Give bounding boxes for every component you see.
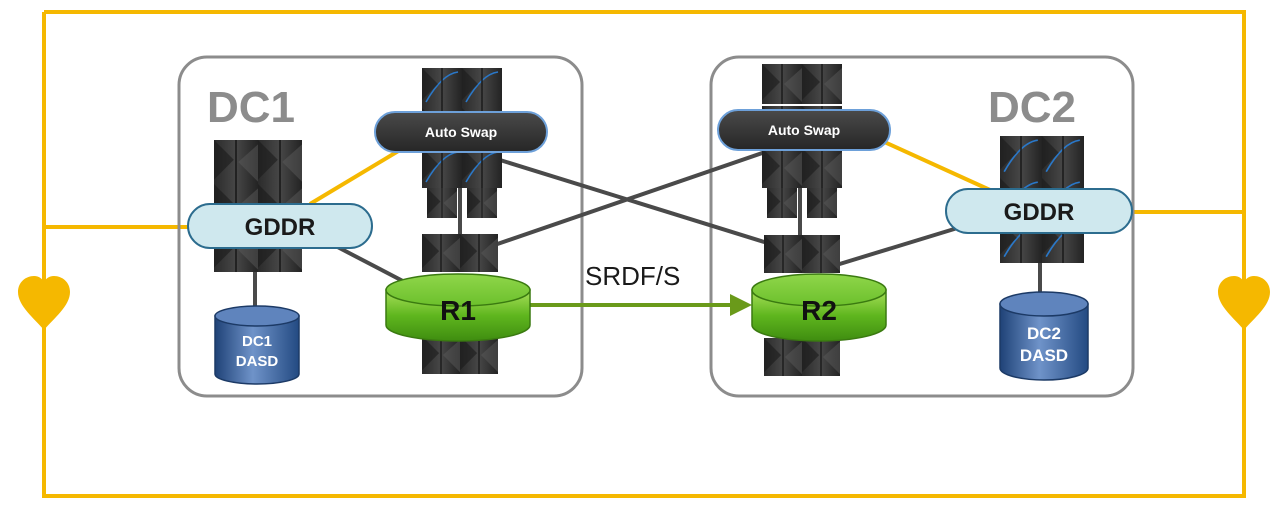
dc2-autoswap-label: Auto Swap <box>768 122 840 138</box>
dc2-gddr-label: GDDR <box>1004 199 1075 226</box>
dc1-dasd: DC1 DASD <box>214 305 300 385</box>
dc1-autoswap: Auto Swap <box>374 111 548 153</box>
dc2-autoswap: Auto Swap <box>717 109 891 151</box>
dc2-label: DC2 <box>988 83 1076 132</box>
link-gddr2-autoswap2 <box>879 138 991 192</box>
heart-icon <box>18 276 70 330</box>
heartbeat-loop-line <box>42 10 1246 498</box>
link-gddr1-autoswap1 <box>308 148 402 206</box>
r1-label: R1 <box>440 295 476 326</box>
heart-icon <box>1218 276 1270 330</box>
r2-disk: R2 <box>751 273 887 342</box>
srdf-arrow <box>530 294 752 316</box>
r1-disk: R1 <box>385 273 531 342</box>
dc2-dasd-line2: DASD <box>1020 346 1068 365</box>
link-r1-autoswap2 <box>479 138 801 252</box>
r2-label: R2 <box>801 295 837 326</box>
dc1-gddr: GDDR <box>187 203 373 249</box>
dc1-gddr-label: GDDR <box>245 214 316 241</box>
dc2-dasd: DC2 DASD <box>999 291 1089 381</box>
srdf-label: SRDF/S <box>585 261 680 291</box>
dc1-dasd-line2: DASD <box>236 353 279 370</box>
dc1-autoswap-label: Auto Swap <box>425 124 497 140</box>
dc2-dasd-line1: DC2 <box>1027 324 1061 343</box>
dc1-box <box>177 55 584 398</box>
link-autoswap1-r2 <box>499 158 791 252</box>
dc1-label: DC1 <box>207 83 295 132</box>
heartbeat-ring <box>42 10 1246 498</box>
dc1-dasd-line1: DC1 <box>242 333 272 350</box>
gddr-autoswap-links <box>308 138 991 206</box>
dc2-gddr: GDDR <box>945 188 1133 234</box>
